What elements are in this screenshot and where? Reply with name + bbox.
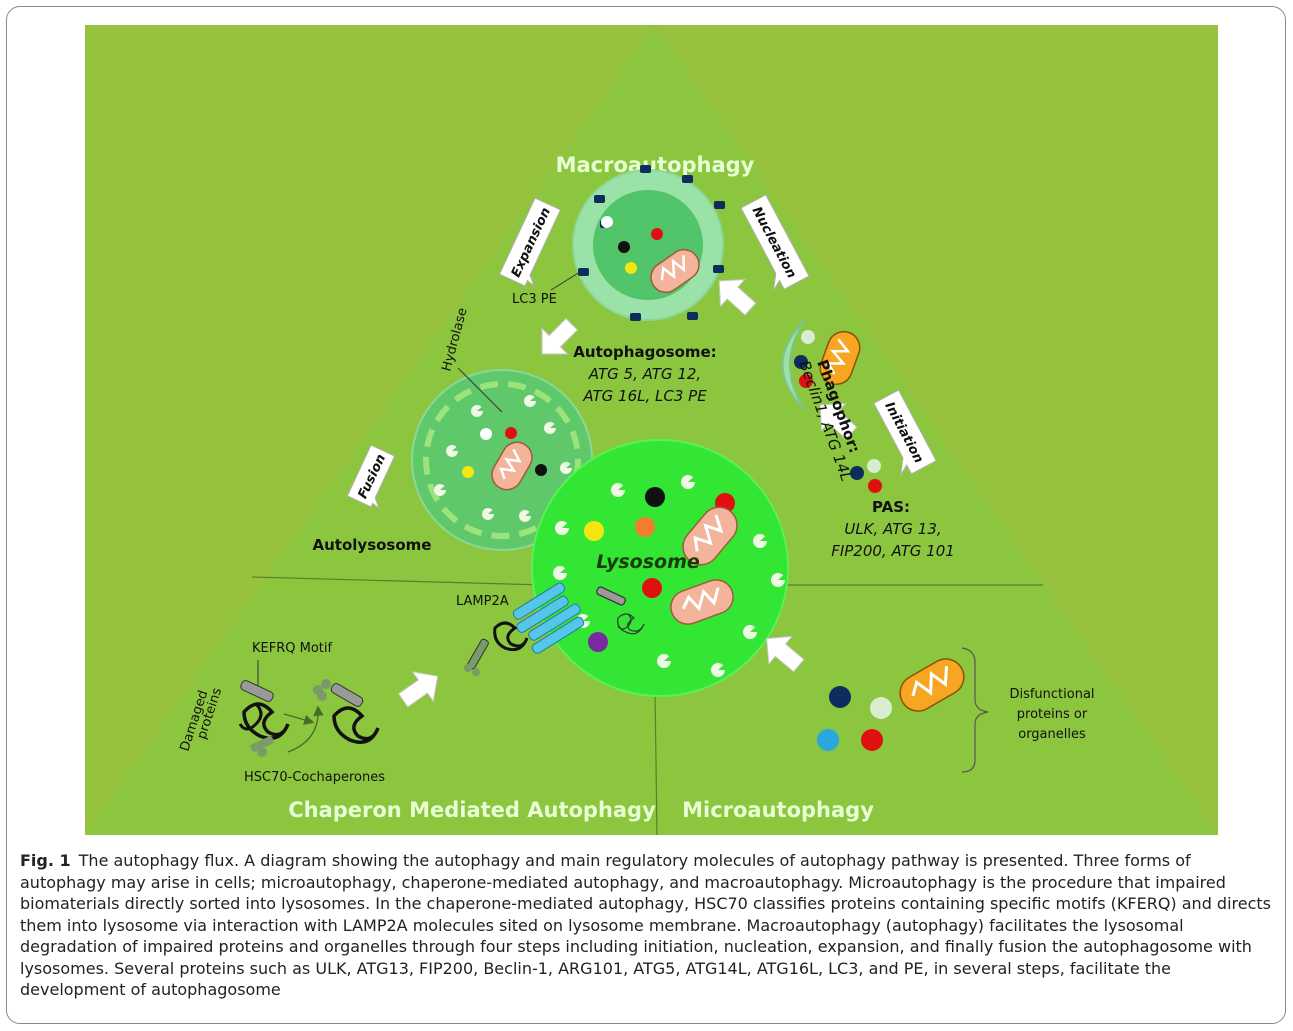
autolyso-yellow xyxy=(462,466,474,478)
damaged-protein-2 xyxy=(313,679,380,744)
lyso-purple xyxy=(588,632,608,652)
lysosome-label: Lysosome xyxy=(596,551,700,573)
phago-navy xyxy=(794,355,808,369)
damaged-protein-1 xyxy=(238,680,290,740)
lysosome xyxy=(531,439,789,697)
autophagy-diagram: Macroautophagy Chaperon Mediated Autopha… xyxy=(85,25,1218,836)
autolyso-red xyxy=(505,427,517,439)
lamp2a-protein xyxy=(464,621,529,676)
cargo-yellow xyxy=(625,262,637,274)
mitochondrion xyxy=(650,248,700,294)
lyso-orange xyxy=(635,517,655,537)
micro-mitochondrion xyxy=(899,658,965,712)
figure-label: Fig. 1 xyxy=(20,851,71,870)
hydrolase-markers xyxy=(434,394,572,522)
block-arrows xyxy=(397,279,858,708)
lamp2a-label: LAMP2A xyxy=(456,594,509,609)
pas-navy xyxy=(850,466,864,480)
lysosome-mito-2 xyxy=(670,579,734,625)
lc3pe-label: LC3 PE xyxy=(512,292,557,307)
phago-light xyxy=(801,330,815,344)
micro-navy xyxy=(829,686,851,708)
micro-red xyxy=(861,729,883,751)
pas-red xyxy=(868,479,882,493)
lyso-red-mid xyxy=(642,578,662,598)
figure-frame xyxy=(6,6,1286,1024)
lc3-pe-markers xyxy=(578,165,725,321)
pas-line2: FIP200, ATG 101 xyxy=(831,542,955,560)
disfunctional-brace xyxy=(961,647,989,773)
autophagosome-title: Autophagosome: xyxy=(573,343,716,361)
micro-light xyxy=(870,697,892,719)
arrow-expansion xyxy=(541,317,579,355)
caption-text: The autophagy flux. A diagram showing th… xyxy=(20,851,1272,999)
kefrq-binding-arrow xyxy=(283,713,315,725)
lc3pe-pointer xyxy=(550,271,581,291)
cargo-white xyxy=(601,216,613,228)
arrow-nucleation xyxy=(718,279,757,316)
autolysosome-mitochondrion xyxy=(491,441,533,491)
autophagosome xyxy=(572,165,725,321)
autolysosome-label: Autolysosome xyxy=(313,536,432,554)
phago-red xyxy=(799,374,813,388)
pas-title: PAS: xyxy=(872,498,910,516)
lyso-yellow xyxy=(584,521,604,541)
kefrq-label: KEFRQ Motif xyxy=(252,641,332,656)
autolysosome xyxy=(411,369,593,551)
autophagosome-line1: ATG 5, ATG 12, xyxy=(588,365,701,383)
lysosome-protein xyxy=(596,586,645,635)
cma-title: Chaperon Mediated Autophagy xyxy=(288,798,656,822)
micro-blue xyxy=(817,729,839,751)
phagophore-mitochondrion xyxy=(819,330,861,386)
lyso-black xyxy=(645,487,665,507)
hsc70-binding-arrow xyxy=(287,705,324,753)
autolyso-white xyxy=(480,428,492,440)
main-triangle xyxy=(85,25,1218,835)
hydrolase-pointer xyxy=(457,367,503,413)
cargo-red xyxy=(651,228,663,240)
arrow-initiation xyxy=(819,403,858,440)
hsc70-chaperone xyxy=(250,736,274,757)
autophagosome-line2: ATG 16L, LC3 PE xyxy=(582,387,707,405)
disf-label-2: proteins or xyxy=(1017,707,1088,722)
divider-bottom xyxy=(654,689,658,836)
arrow-micro xyxy=(766,635,805,673)
autolyso-black xyxy=(535,464,547,476)
pas-light xyxy=(867,459,881,473)
lysosome-mito-1 xyxy=(682,506,738,566)
lamp2a-channel xyxy=(512,582,585,654)
hsc70-label: HSC70-Cochaperones xyxy=(244,770,385,785)
disf-label-3: organelles xyxy=(1018,727,1086,742)
pas-line1: ULK, ATG 13, xyxy=(844,520,941,538)
microautophagy-title: Microautophagy xyxy=(682,798,874,822)
phagophore xyxy=(781,319,861,411)
divider-left xyxy=(251,576,546,586)
disf-label-1: Disfunctional xyxy=(1009,687,1094,702)
cargo-black xyxy=(618,241,630,253)
arrow-cma xyxy=(397,671,439,708)
